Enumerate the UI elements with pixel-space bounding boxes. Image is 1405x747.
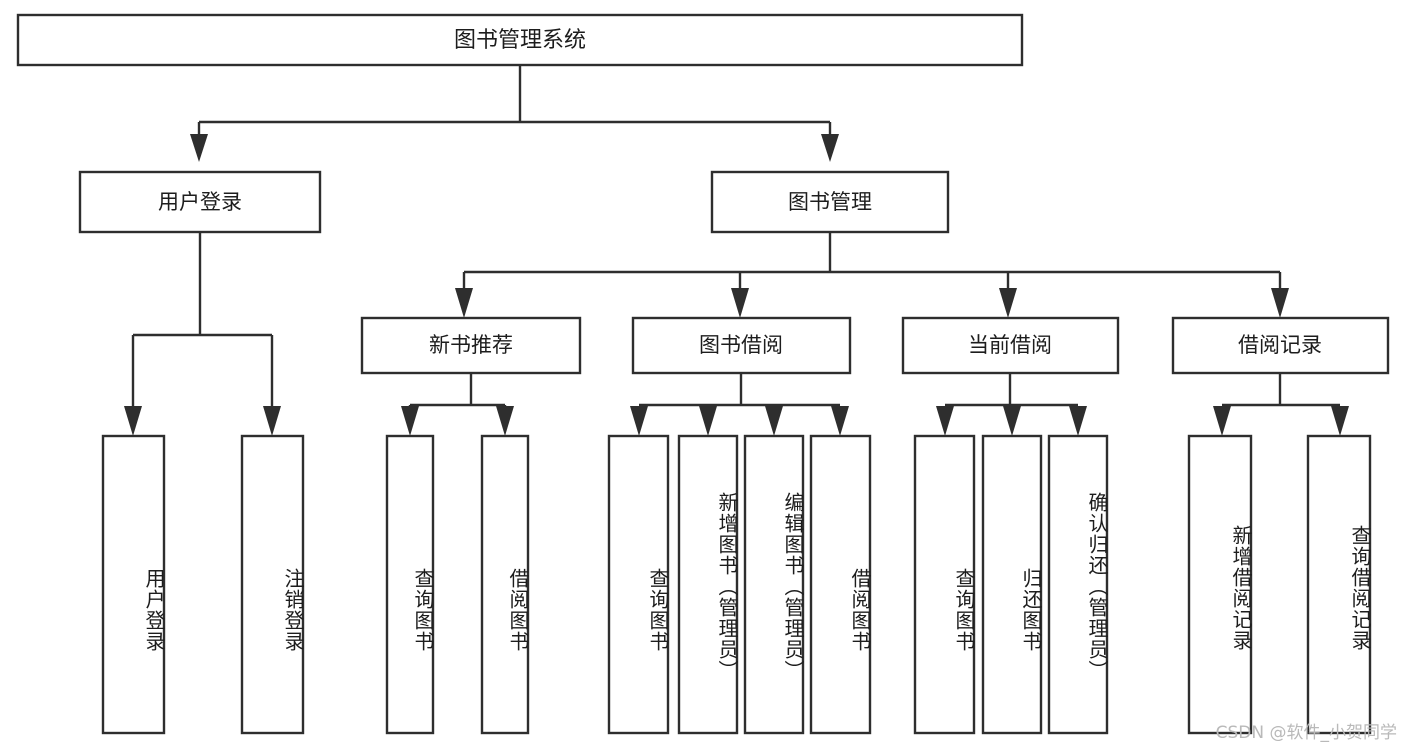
node-label-new-book-recommend: 新书推荐 [429, 333, 513, 357]
arrow-head-book-mgmt [821, 134, 839, 162]
node-label-book-management: 图书管理 [788, 190, 872, 214]
leaf-box-bookborrow-3[interactable] [743, 434, 805, 735]
leaf-box-user-login-2[interactable] [240, 434, 305, 735]
arrow-head-user-login [190, 134, 208, 162]
arrow-head-currentborrow-leaf3 [1069, 406, 1087, 436]
arrow-head-bookborrow-leaf4 [831, 406, 849, 436]
arrow-head-currentborrow-leaf2 [1003, 406, 1021, 436]
connector-group-book-management [455, 232, 1289, 318]
node-user-login[interactable]: 用户登录 [78, 170, 322, 234]
node-label-book-borrow: 图书借阅 [699, 333, 783, 357]
arrow-head-user-login-leaf1 [124, 406, 142, 436]
arrow-head-user-login-leaf2 [263, 406, 281, 436]
arrow-head-newbook-leaf2 [496, 406, 514, 436]
arrow-head-bookborrow-leaf2 [699, 406, 717, 436]
arrow-head-bookborrow-leaf3 [765, 406, 783, 436]
arrow-head-borrowrecord-leaf1 [1213, 406, 1231, 436]
node-book-borrow[interactable]: 图书借阅 [631, 316, 852, 375]
node-label-current-borrow: 当前借阅 [968, 333, 1052, 357]
node-book-management[interactable]: 图书管理 [710, 170, 950, 234]
node-root-title[interactable]: 图书管理系统 [16, 13, 1024, 67]
leaf-box-currentborrow-2[interactable] [981, 434, 1043, 735]
node-label-user-login: 用户登录 [158, 190, 242, 214]
leaf-box-borrowrecord-2[interactable] [1306, 434, 1372, 735]
arrow-head-borrowrecord-leaf2 [1331, 406, 1349, 436]
connector-group-current-borrow-leaves [936, 373, 1087, 436]
arrow-head-current-borrow [999, 288, 1017, 318]
arrow-head-newbook-leaf1 [401, 406, 419, 436]
node-box-root-title[interactable] [16, 13, 1024, 67]
leaf-box-bookborrow-2[interactable] [677, 434, 739, 735]
node-box-current-borrow[interactable] [901, 316, 1120, 375]
arrow-head-bookborrow-leaf1 [630, 406, 648, 436]
connector-group-book-borrow-leaves [630, 373, 849, 436]
node-box-book-borrow[interactable] [631, 316, 852, 375]
leaf-box-newbook-1[interactable] [385, 434, 435, 735]
node-borrow-record[interactable]: 借阅记录 [1171, 316, 1390, 375]
node-label-root-title: 图书管理系统 [454, 28, 586, 53]
node-box-user-login[interactable] [78, 170, 322, 234]
watermark-text: CSDN @软件_小贺同学 [1215, 723, 1397, 743]
leaf-box-currentborrow-3[interactable] [1047, 434, 1109, 735]
node-box-borrow-record[interactable] [1171, 316, 1390, 375]
arrow-head-new-book [455, 288, 473, 318]
node-box-new-book-recommend[interactable] [360, 316, 582, 375]
leaf-box-user-login-1[interactable] [101, 434, 166, 735]
arrow-head-borrow-record [1271, 288, 1289, 318]
connector-group-borrow-record-leaves [1213, 373, 1349, 436]
leaf-box-newbook-2[interactable] [480, 434, 530, 735]
node-new-book-recommend[interactable]: 新书推荐 [360, 316, 582, 375]
leaf-box-bookborrow-4[interactable] [809, 434, 872, 735]
leaf-box-bookborrow-1[interactable] [607, 434, 670, 735]
connector-group-root [190, 65, 839, 162]
leaf-box-currentborrow-1[interactable] [913, 434, 976, 735]
leaf-box-borrowrecord-1[interactable] [1187, 434, 1253, 735]
connector-group-new-book-recommend [401, 373, 514, 436]
arrow-head-currentborrow-leaf1 [936, 406, 954, 436]
connector-group-user-login [124, 232, 281, 436]
node-current-borrow[interactable]: 当前借阅 [901, 316, 1120, 375]
arrow-head-book-borrow [731, 288, 749, 318]
node-label-borrow-record: 借阅记录 [1238, 333, 1322, 357]
